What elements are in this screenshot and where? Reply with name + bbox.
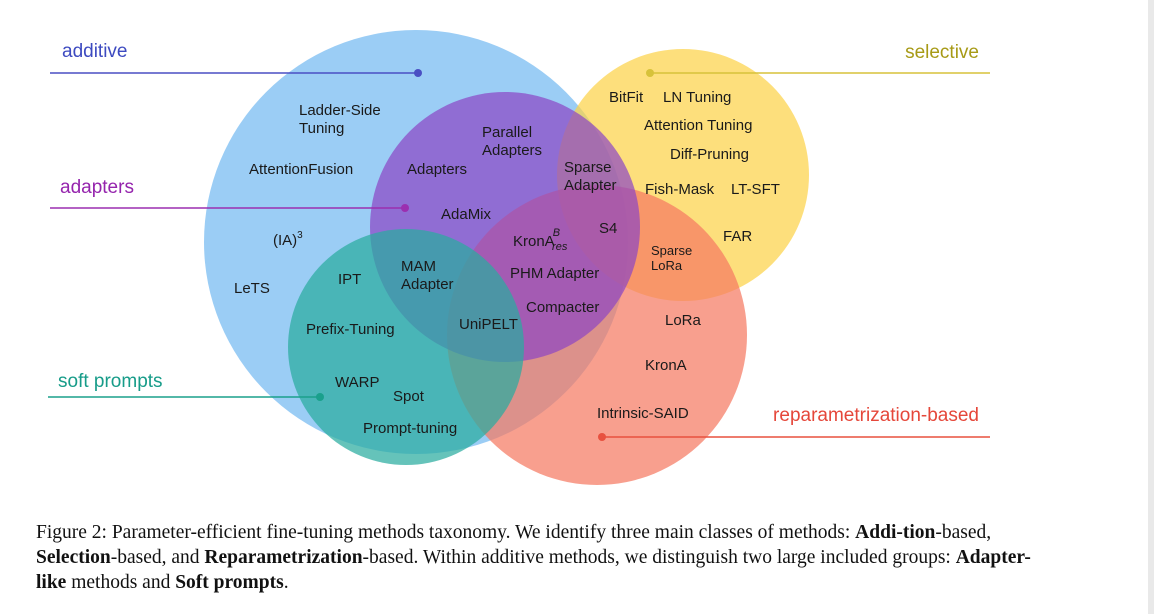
category-label-selective: selective [905, 42, 979, 63]
category-label-reparametrization: reparametrization-based [773, 405, 979, 426]
method-lt-sft: LT-SFT [731, 181, 780, 198]
taxonomy-venn-diagram: additive adapters soft prompts selective… [48, 30, 990, 485]
method-far: FAR [723, 228, 752, 245]
caption-text-4: methods and [66, 572, 176, 593]
caption-text-5: . [283, 572, 289, 593]
method-prompt-tuning: Prompt-tuning [363, 420, 457, 437]
method-lora: LoRa [665, 312, 702, 329]
method-prefix-tuning: Prefix-Tuning [306, 321, 395, 338]
caption-text-3: -based. Within additive methods, we dist… [362, 547, 956, 568]
caption-text-2: -based, and [110, 547, 205, 568]
caption-adapter-like: Adapter-like [36, 547, 1031, 593]
method-fish-mask: Fish-Mask [645, 181, 715, 198]
caption-prefix: Figure 2: Parameter-efficient fine-tunin… [36, 522, 856, 543]
caption-addition: Addi-tion [855, 522, 936, 543]
caption-selection: Selection [36, 547, 111, 568]
method-parallel-adapters-line2: Adapters [482, 142, 542, 159]
method-compacter: Compacter [526, 299, 599, 316]
method-krona: KronA [645, 357, 687, 374]
method-mam-adapter-line1: MAM [401, 258, 436, 275]
method-bitfit: BitFit [609, 89, 644, 106]
soft-prompts-circle [288, 229, 524, 465]
method-spot: Spot [393, 388, 425, 405]
method-ipt: IPT [338, 271, 361, 288]
reparametrization-leader [598, 433, 990, 441]
category-label-soft-prompts: soft prompts [58, 371, 163, 392]
category-label-adapters: adapters [60, 177, 134, 198]
method-parallel-adapters-line1: Parallel [482, 124, 532, 141]
selective-leader [646, 69, 990, 77]
method-adapters: Adapters [407, 161, 467, 178]
additive-leader [50, 69, 422, 77]
method-sparse-lora-line1: Sparse [651, 243, 692, 258]
method-lets: LeTS [234, 280, 270, 297]
method-sparse-lora-line2: LoRa [651, 258, 683, 273]
method-mam-adapter-line2: Adapter [401, 276, 454, 293]
method-intrinsic-said: Intrinsic-SAID [597, 405, 689, 422]
method-ladder-side-tuning-line2: Tuning [299, 120, 344, 137]
method-attention-tuning: Attention Tuning [644, 117, 752, 134]
method-diff-pruning: Diff-Pruning [670, 146, 749, 163]
method-phm-adapter: PHM Adapter [510, 265, 599, 282]
caption-reparametrization: Reparametrization [204, 547, 363, 568]
method-unipelt: UniPELT [459, 316, 518, 333]
figure-caption: Figure 2: Parameter-efficient fine-tunin… [36, 520, 1036, 595]
soft-prompts-leader [48, 393, 324, 401]
method-sparse-adapter-line2: Adapter [564, 177, 617, 194]
method-adamix: AdaMix [441, 206, 492, 223]
method-warp: WARP [335, 374, 379, 391]
page-edge [1148, 0, 1154, 614]
category-label-additive: additive [62, 41, 128, 62]
method-s4: S4 [599, 220, 617, 237]
caption-text-1: -based, [935, 522, 992, 543]
method-attention-fusion: AttentionFusion [249, 161, 353, 178]
method-ia3: (IA)3 [273, 230, 303, 249]
adapters-leader [50, 204, 409, 212]
method-sparse-adapter-line1: Sparse [564, 159, 612, 176]
caption-soft-prompts: Soft prompts [175, 572, 284, 593]
method-ladder-side-tuning-line1: Ladder-Side [299, 102, 381, 119]
method-ln-tuning: LN Tuning [663, 89, 731, 106]
